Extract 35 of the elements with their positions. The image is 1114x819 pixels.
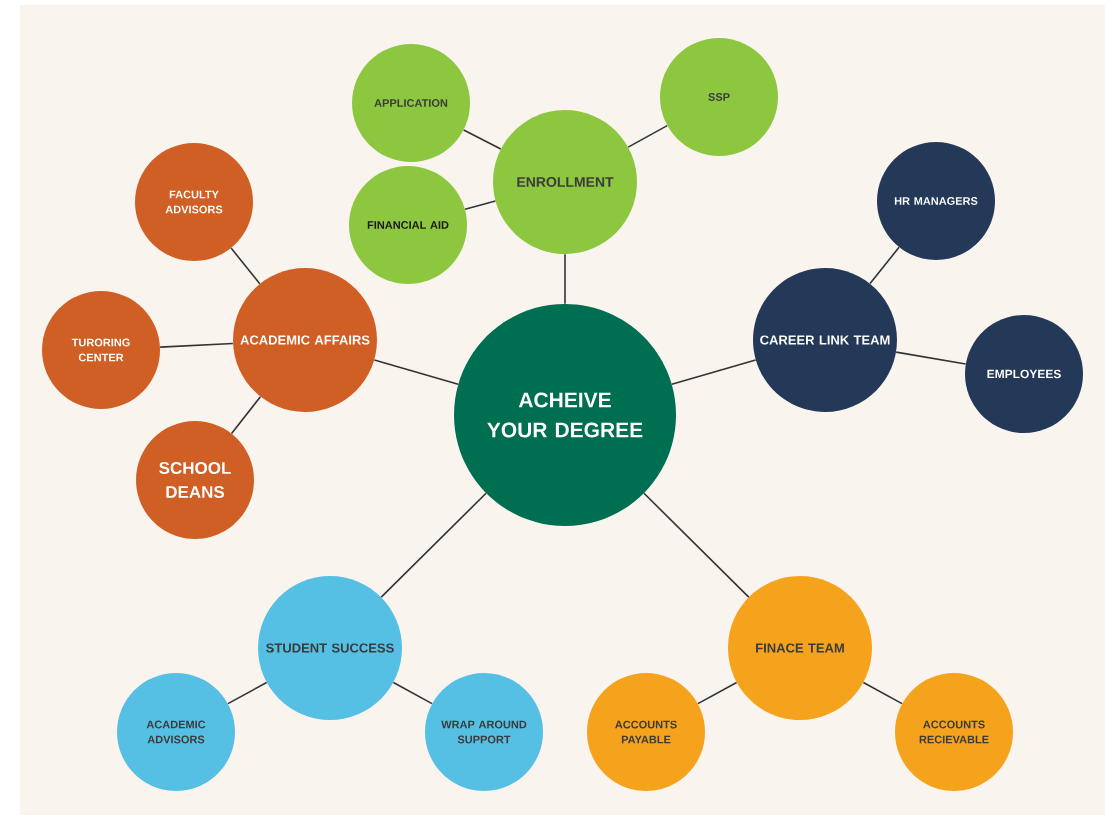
circle-node: SCHOOL DEANS: [136, 421, 254, 539]
connector-line: [230, 395, 262, 435]
circle-node: CAREER LINK TEAM: [753, 268, 897, 412]
circle-node: HR MANAGERS: [877, 142, 995, 260]
circle-node: FINANCIAL AID: [349, 166, 467, 284]
circle-node: FINACE TEAM: [728, 576, 872, 720]
circle-node: APPLICATION: [352, 44, 470, 162]
circle-node: TURORING CENTER: [42, 291, 160, 409]
connector-line: [464, 200, 497, 211]
circle-node: ENROLLMENT: [493, 110, 637, 254]
connector-line: [862, 681, 903, 705]
connector-line: [159, 342, 234, 348]
circle-node: ACCOUNTS RECIEVABLE: [895, 673, 1013, 791]
connector-line: [895, 351, 967, 365]
circle-node: ACADEMIC ADVISORS: [117, 673, 235, 791]
connector-line: [392, 681, 433, 705]
circle-node: ACADEMIC AFFAIRS: [233, 268, 377, 412]
connector-line: [697, 681, 738, 705]
connector-line: [643, 492, 750, 598]
circle-node: SSP: [660, 38, 778, 156]
connector-line: [462, 129, 502, 150]
connector-line: [869, 246, 900, 285]
connector-line: [564, 253, 566, 305]
circle-node: FACULTY ADVISORS: [135, 143, 253, 261]
connector-line: [230, 247, 261, 285]
connector-line: [627, 124, 668, 148]
circle-node: EMPLOYEES: [965, 315, 1083, 433]
connector-line: [227, 681, 268, 705]
circle-node: STUDENT SUCCESS: [258, 576, 402, 720]
circle-node: WRAP AROUND SUPPORT: [425, 673, 543, 791]
circle-node: ACCOUNTS PAYABLE: [587, 673, 705, 791]
connector-line: [380, 492, 487, 598]
connector-line: [671, 359, 757, 385]
circle-node: ACHEIVE YOUR DEGREE: [454, 304, 676, 526]
connector-line: [373, 359, 459, 385]
